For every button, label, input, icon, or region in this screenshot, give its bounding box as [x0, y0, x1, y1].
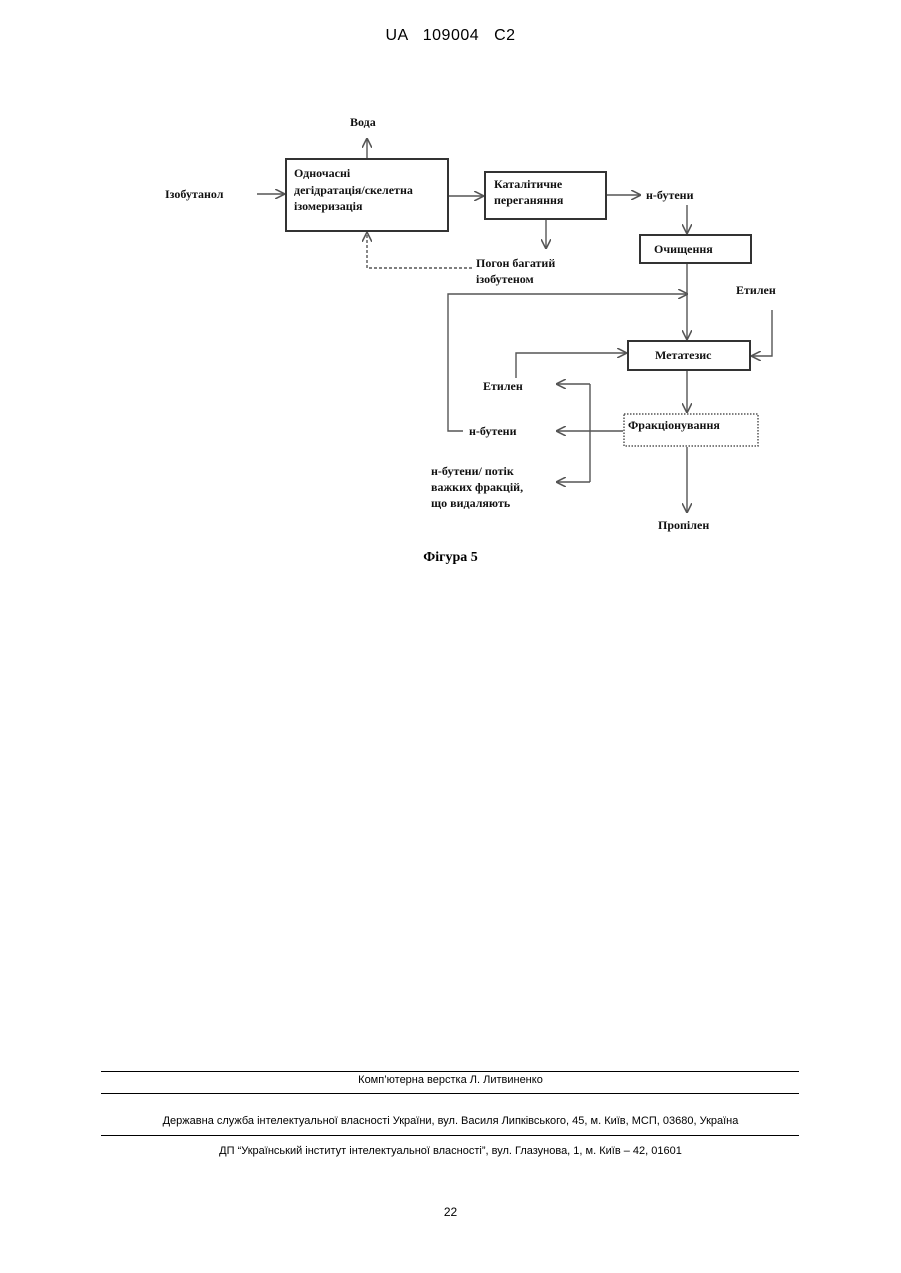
- dehydration-label-1: Одночасні: [294, 166, 351, 180]
- ethylene-feed-arrow: [752, 310, 772, 356]
- page-number: 22: [0, 1205, 901, 1219]
- fractionation-label: Фракціонування: [628, 418, 720, 432]
- footer-institute-address: ДП “Український інститут інтелектуальної…: [0, 1145, 901, 1157]
- distillation-label-2: переганяння: [494, 193, 564, 207]
- figure-caption: Фігура 5: [0, 550, 901, 566]
- n-butenes-label-top: н-бутени: [646, 188, 694, 202]
- ethylene-in-label: Етилен: [736, 283, 776, 297]
- footer-service-address: Державна служба інтелектуальної власност…: [0, 1115, 901, 1127]
- distillation-label-1: Каталітичне: [494, 177, 563, 191]
- propylene-label: Пропілен: [658, 518, 709, 532]
- ethylene-out-label: Етилен: [483, 379, 523, 393]
- heavy-stream-label-3: що видаляють: [431, 496, 511, 510]
- heavy-stream-label-2: важких фракцій,: [431, 480, 523, 494]
- isobutene-recycle-arrow: [367, 233, 472, 268]
- n-butenes-label-bottom: н-бутени: [469, 424, 517, 438]
- dehydration-label-2: дегідратація/скелетна: [294, 183, 413, 197]
- n-butenes-recycle-arrow: [448, 294, 687, 431]
- dehydration-label-3: ізомеризація: [294, 199, 363, 213]
- footer-layout-credit: Комп’ютерна верстка Л. Литвиненко: [0, 1074, 901, 1086]
- ethylene-recycle-arrow: [516, 353, 626, 378]
- isobutene-stream-label-1: Погон багатий: [476, 256, 555, 270]
- metathesis-label: Метатезис: [655, 348, 712, 362]
- isobutene-stream-label-2: ізобутеном: [476, 272, 534, 286]
- water-label: Вода: [350, 115, 376, 129]
- footer-divider-3: [101, 1135, 799, 1136]
- footer-divider-1: [101, 1071, 799, 1072]
- process-flow-diagram: Одночасні дегідратація/скелетна ізомериз…: [0, 0, 901, 640]
- isobutanol-label: Ізобутанол: [165, 187, 224, 201]
- footer-divider-2: [101, 1093, 799, 1094]
- heavy-stream-label-1: н-бутени/ потік: [431, 464, 514, 478]
- purification-label: Очищення: [654, 242, 713, 256]
